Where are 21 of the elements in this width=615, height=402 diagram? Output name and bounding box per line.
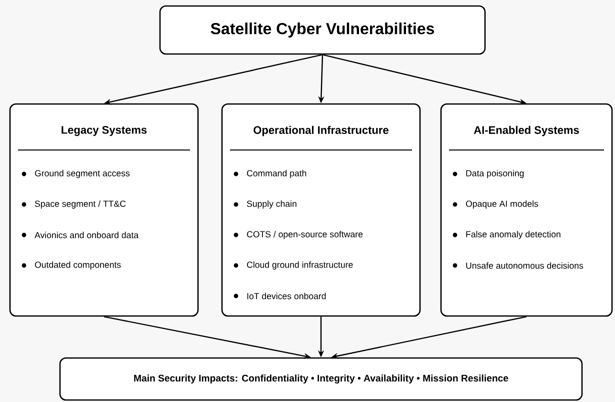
bullet-item: Opaque AI models (452, 200, 538, 209)
bullet-item: Supply chain (234, 200, 296, 209)
box-heading: Operational Infrastructure (254, 126, 388, 136)
bullet-item: Data poisoning (452, 170, 524, 178)
category-box (221, 103, 421, 317)
impact-box: Main Security Impacts: Confidentiality • Integrity • Availability • Mission Resilience (59, 357, 583, 401)
bullet-item: Command path (234, 170, 306, 178)
bullet-item: COTS / open-source software (234, 230, 363, 240)
bullet-item: Outdated components (22, 261, 121, 270)
bullet-item: Cloud ground infrastructure (234, 261, 353, 270)
bullet-item: False anomaly detection (452, 230, 560, 240)
bullet-item: Space segment / TT&C (22, 200, 126, 209)
category-box (9, 103, 199, 317)
box-heading: Legacy Systems (62, 126, 147, 136)
title-box: Satellite Cyber Vulnerabilities (159, 5, 486, 55)
bullet-item: IoT devices onboard (234, 292, 326, 300)
bullet-item: Unsafe autonomous decisions (452, 262, 584, 269)
bullet-item: Ground segment access (22, 170, 130, 178)
category-box (440, 103, 613, 317)
bullet-item: Avionics and onboard data (22, 232, 139, 238)
box-heading: AI-Enabled Systems (474, 126, 579, 136)
